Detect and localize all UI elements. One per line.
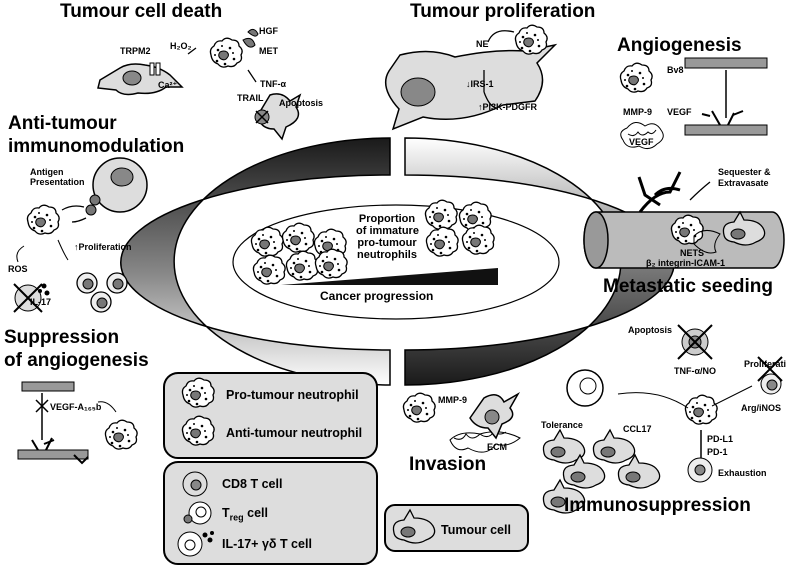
angiogenesis-illustration (619, 57, 768, 150)
label-trail: TRAIL (237, 93, 264, 103)
heading-suppression: Suppression (4, 327, 120, 348)
label-neutrophils: neutrophils (357, 249, 417, 261)
label-vegf-a: VEGF-A₁₆₅b (50, 402, 102, 412)
label-ca: Ca²⁺ (158, 80, 178, 90)
tumour-proliferation-illustration (384, 24, 558, 131)
label-proliferation-up: ↑Proliferation (74, 242, 132, 252)
label-exhaustion: Exhaustion (718, 468, 767, 478)
legend-cd8-label: CD8 T cell (222, 477, 283, 491)
label-ecm: ECM (487, 442, 507, 452)
label-proliferation2: Proliferation (744, 359, 786, 369)
progression-wedge (281, 268, 498, 285)
label-trpm2: TRPM2 (120, 46, 151, 56)
label-vegf-box: VEGF (629, 137, 654, 147)
legend-tcell-box (163, 461, 378, 565)
left-progression-arc (120, 137, 391, 386)
label-il17: IL-17 (30, 297, 52, 307)
label-tnf-alpha: TNF-α (260, 79, 287, 89)
label-h2o2: H₂O₂ (170, 41, 192, 51)
label-mmp9: MMP-9 (623, 107, 652, 117)
heading-tumour-proliferation: Tumour proliferation (410, 1, 596, 22)
label-pi3k: ↑PI3K-PDGFR (478, 102, 538, 112)
heading-metastatic-seeding: Metastatic seeding (603, 276, 773, 297)
label-tolerance: Tolerance (541, 420, 583, 430)
label-apoptosis: Apoptosis (279, 98, 323, 108)
heading-immunosuppression: Immunosuppression (564, 495, 751, 516)
label-ros: ROS (8, 264, 28, 274)
label-presentation: Presentation (30, 177, 85, 187)
metastatic-seeding-illustration (583, 171, 785, 269)
label-pro-tumour: pro-tumour (357, 237, 417, 249)
heading-immunomodulation: immunomodulation (8, 136, 185, 157)
label-arg-inos: Arg/iNOS (741, 403, 782, 413)
legend-pro-tumour-icon (181, 377, 215, 408)
label-apoptosis2: Apoptosis (628, 325, 672, 335)
label-ne: NE (476, 39, 489, 49)
legend-anti-tumour-icon (181, 415, 215, 446)
suppression-angiogenesis-illustration (17, 381, 138, 465)
label-tnf-no: TNF-α/NO (674, 366, 717, 376)
legend-il17-gd-label: IL-17+ γδ T cell (222, 537, 312, 551)
legend-neutrophil-box (163, 372, 378, 459)
label-nets: NETS (680, 248, 705, 258)
label-bv8: Bv8 (667, 65, 684, 75)
heading-of-angiogenesis: of angiogenesis (4, 350, 149, 371)
label-pdl1: PD-L1 (707, 434, 734, 444)
label-antigen: Antigen (30, 167, 64, 177)
heading-anti-tumour: Anti-tumour (8, 113, 117, 134)
label-integrin: β₂ integrin-ICAM-1 (646, 258, 725, 268)
anti-tumour-immunomodulation-illustration (13, 157, 148, 313)
label-mmp9-invasion: MMP-9 (438, 395, 467, 405)
label-of-immature: of immature (356, 225, 419, 237)
invasion-illustration (402, 391, 521, 453)
legend-pro-tumour-label: Pro-tumour neutrophil (226, 388, 359, 402)
tumour-cell-death-illustration (97, 28, 302, 141)
label-met: MET (259, 46, 278, 56)
legend-treg-label: Treg cell (222, 506, 268, 523)
label-ccl17: CCL17 (623, 424, 652, 434)
legend-anti-tumour-label: Anti-tumour neutrophil (226, 426, 363, 440)
label-hgf: HGF (259, 26, 278, 36)
label-vegf: VEGF (667, 107, 692, 117)
label-sequester: Sequester & (718, 167, 771, 177)
label-cancer-progression: Cancer progression (320, 289, 434, 303)
label-extravasate: Extravasate (718, 178, 769, 188)
label-irs1: ↓IRS-1 (466, 79, 494, 89)
heading-tumour-cell-death: Tumour cell death (60, 1, 223, 22)
legend-tumour-label: Tumour cell (441, 523, 511, 537)
heading-invasion: Invasion (409, 454, 487, 475)
heading-angiogenesis: Angiogenesis (617, 35, 742, 56)
label-proportion: Proportion (358, 213, 416, 225)
label-pd1: PD-1 (707, 447, 728, 457)
immunosuppression-illustration (542, 324, 783, 514)
